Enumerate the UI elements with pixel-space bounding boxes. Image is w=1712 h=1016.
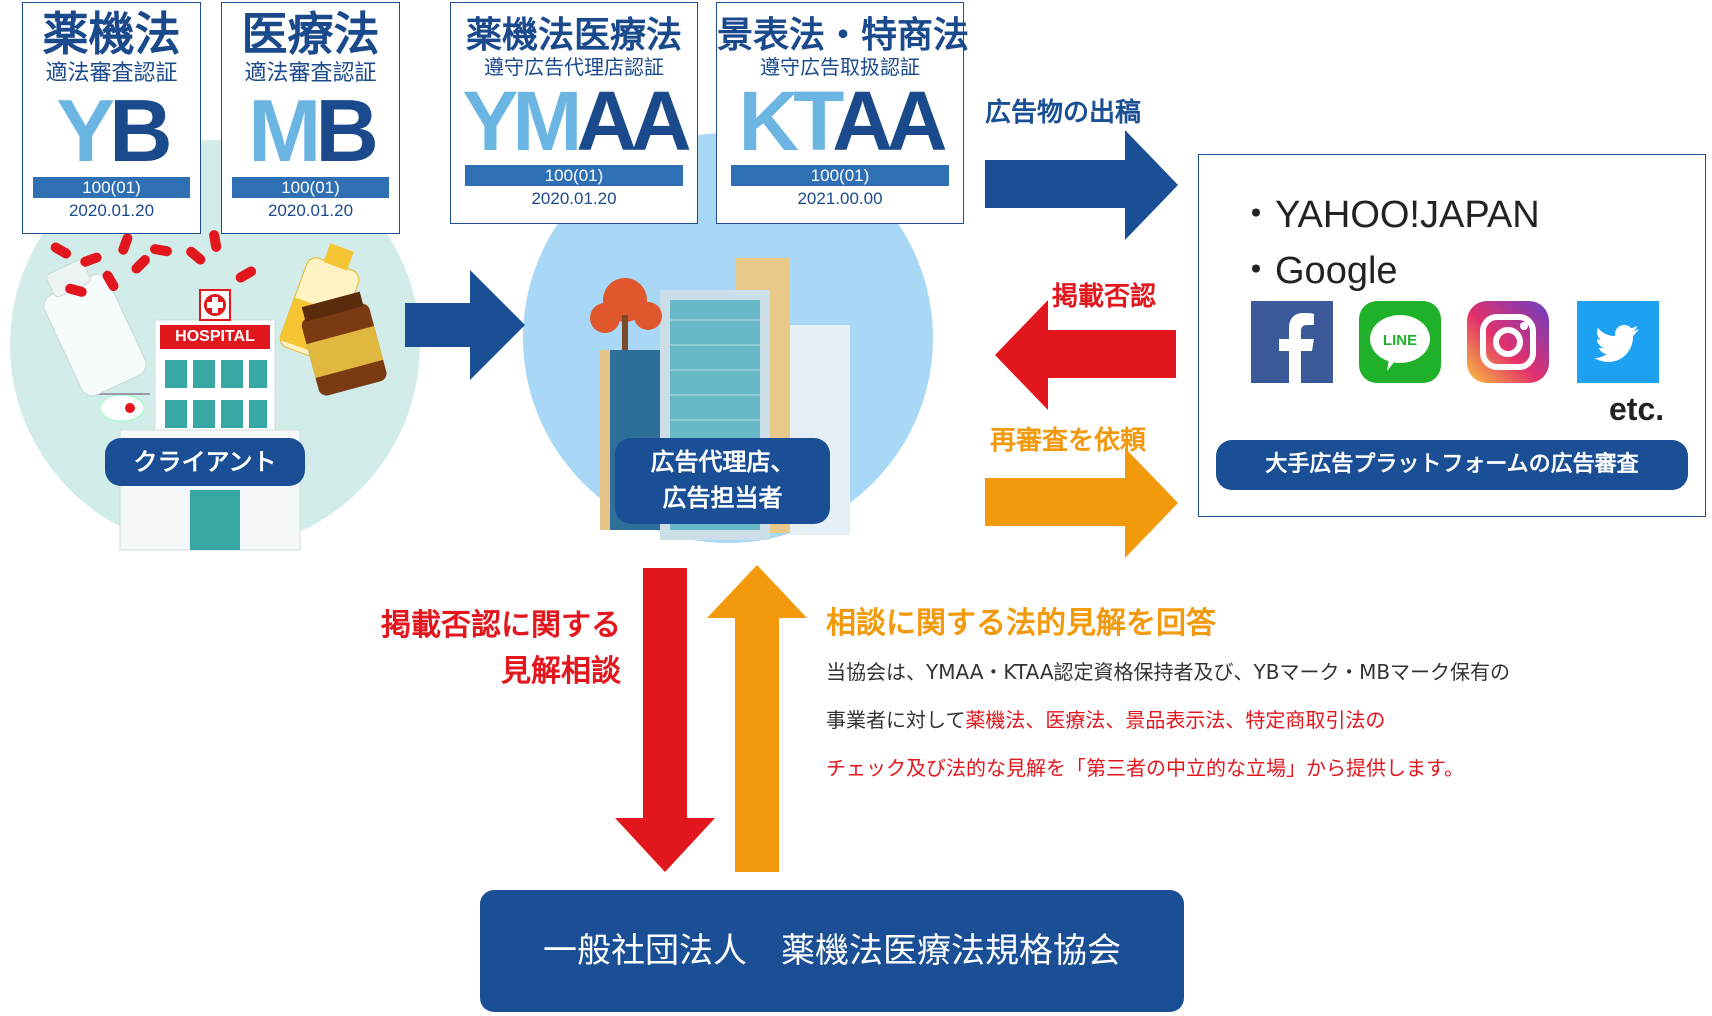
agency-label: 広告代理店、 広告担当者 (615, 438, 830, 524)
description-line1: 当協会は、YMAA・KTAA認定資格保持者及び、YBマーク・MBマーク保有の (826, 660, 1511, 684)
publish-arrow (985, 130, 1178, 240)
agency-label-line1: 広告代理店、 (650, 448, 795, 476)
badge-mark-part: Y (56, 81, 115, 180)
hospital-sign: HOSPITAL (175, 328, 255, 345)
badge-subtitle: 適法審査認証 (244, 61, 377, 86)
consult-label-line1: 掲載否認に関する (381, 608, 621, 643)
badge-subtitle: 適法審査認証 (45, 61, 178, 86)
badge-mark-part: AA (576, 74, 691, 168)
badge-date: 2020.01.20 (68, 201, 155, 220)
line-icon: LINE (1359, 301, 1441, 383)
reject-label: 掲載否認 (1052, 282, 1157, 312)
badge-mark-part: YM (462, 74, 582, 168)
badge-mark-part: M (248, 81, 321, 180)
association-name: 一般社団法人 薬機法医療法規格協会 (543, 931, 1121, 971)
badge-number: 100(01) (33, 177, 190, 198)
client-label: クライアント (105, 438, 305, 486)
line-icon-text: LINE (1383, 332, 1417, 349)
badge-mark-part: B (315, 81, 379, 180)
publish-label: 広告物の出稿 (985, 98, 1142, 128)
badge-ktaa: 景表法・特商法 遵守広告取扱認証 KTAA 100(01) 2021.00.00 (716, 2, 970, 224)
badge-number: 100(01) (731, 165, 949, 186)
badge-mb: 医療法 適法審査認証 MB 100(01) 2020.01.20 (221, 2, 400, 234)
answer-label: 相談に関する法的見解を回答 (826, 606, 1216, 641)
instagram-icon (1467, 301, 1549, 383)
description-line3: チェック及び法的な見解を「第三者の中立的な立場」から提供します。 (826, 756, 1464, 780)
badge-number: 100(01) (232, 177, 389, 198)
association-box: 一般社団法人 薬機法医療法規格協会 (480, 890, 1184, 1012)
rereview-arrow (985, 448, 1178, 558)
badge-yb: 薬機法 適法審査認証 YB 100(01) 2020.01.20 (22, 2, 201, 234)
rereview-label: 再審査を依頼 (990, 426, 1147, 456)
consult-down-arrow (615, 568, 715, 872)
badge-title: 景表法・特商法 (717, 14, 970, 56)
description-line2-highlight: 薬機法、医療法、景品表示法、特定商取引法の (965, 708, 1386, 732)
platform-etc: etc. (1609, 391, 1665, 427)
description-line2-plain: 事業者に対して (826, 708, 966, 732)
badge-subtitle: 遵守広告代理店認証 (484, 55, 664, 79)
platform-box: ・YAHOO!JAPAN ・Google LINE etc. 大手広告プラットフ… (1198, 154, 1706, 517)
badge-title: 医療法 (241, 7, 380, 61)
agency-label-line2: 広告担当者 (662, 484, 783, 512)
platform-caption: 大手広告プラットフォームの広告審査 (1216, 440, 1688, 490)
capsules (50, 230, 257, 297)
badge-mark-part: B (109, 81, 173, 180)
facebook-icon (1251, 301, 1333, 383)
description-line2: 事業者に対して薬機法、医療法、景品表示法、特定商取引法の (826, 704, 1385, 733)
answer-up-arrow (707, 565, 807, 872)
consult-label-line2: 見解相談 (501, 654, 621, 689)
platform-item-google: ・Google (1237, 250, 1398, 292)
badge-title: 薬機法医療法 (465, 14, 682, 56)
badge-number: 100(01) (465, 165, 683, 186)
badge-date: 2020.01.20 (531, 189, 617, 208)
badge-ymaa: 薬機法医療法 遵守広告代理店認証 YMAA 100(01) 2020.01.20 (450, 2, 698, 224)
client-to-agency-arrow (405, 270, 525, 380)
badge-mark-part: AA (832, 74, 947, 168)
agency-circle (523, 133, 933, 543)
badge-title: 薬機法 (42, 7, 181, 61)
twitter-icon (1577, 301, 1659, 383)
badge-mark-part: KT (738, 74, 838, 168)
badge-subtitle: 遵守広告取扱認証 (760, 55, 920, 79)
badge-date: 2021.00.00 (797, 189, 883, 208)
reject-arrow (995, 300, 1176, 410)
platform-item-yahoo: ・YAHOO!JAPAN (1237, 194, 1540, 236)
badge-date: 2020.01.20 (267, 201, 354, 220)
